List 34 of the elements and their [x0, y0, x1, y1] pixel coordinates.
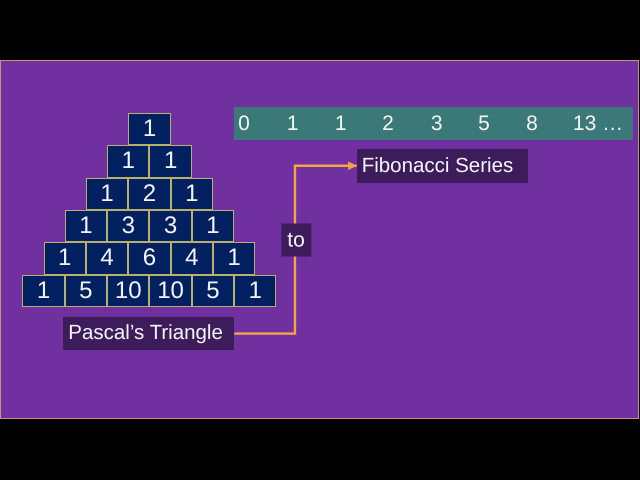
number-tile: 4 [86, 242, 128, 275]
number-tile: 1 [192, 210, 234, 242]
number-tile: 3 [107, 210, 150, 242]
number-tile: 5 [64, 274, 108, 307]
sequence-number: 3 [430, 110, 443, 137]
heading-tag: Pascal’s Triangle [63, 317, 234, 350]
number-tile: 1 [234, 274, 276, 307]
sequence-number: 8 [526, 110, 538, 137]
sequence-number: 2 [382, 110, 394, 137]
number-tile: 5 [192, 274, 234, 307]
sequence-number: 1 [286, 110, 299, 137]
number-tile: 1 [128, 113, 171, 146]
edge-label: to [281, 224, 311, 256]
number-tile: 4 [170, 242, 213, 275]
number-tile: 1 [107, 145, 150, 178]
number-tile: 1 [170, 178, 213, 210]
sequence-number: 13 … [572, 110, 624, 137]
number-tile: 1 [44, 242, 86, 275]
number-tile: 2 [128, 178, 171, 210]
sequence-bar [234, 106, 633, 140]
heading-tag: Fibonacci Series [356, 149, 528, 182]
connector-arrow [234, 161, 357, 335]
sequence-number: 1 [334, 110, 347, 137]
number-tile: 3 [149, 210, 192, 242]
number-tile: 1 [149, 145, 192, 178]
sequence-number: 5 [478, 110, 490, 137]
number-tile: 1 [86, 178, 128, 210]
number-tile: 10 [107, 274, 150, 307]
number-tile: 6 [128, 242, 171, 275]
sequence-number: 0 [238, 110, 250, 137]
number-tile: 1 [212, 242, 256, 275]
number-tile: 10 [149, 274, 192, 307]
number-tile: 1 [22, 274, 65, 307]
number-tile: 1 [64, 210, 108, 242]
